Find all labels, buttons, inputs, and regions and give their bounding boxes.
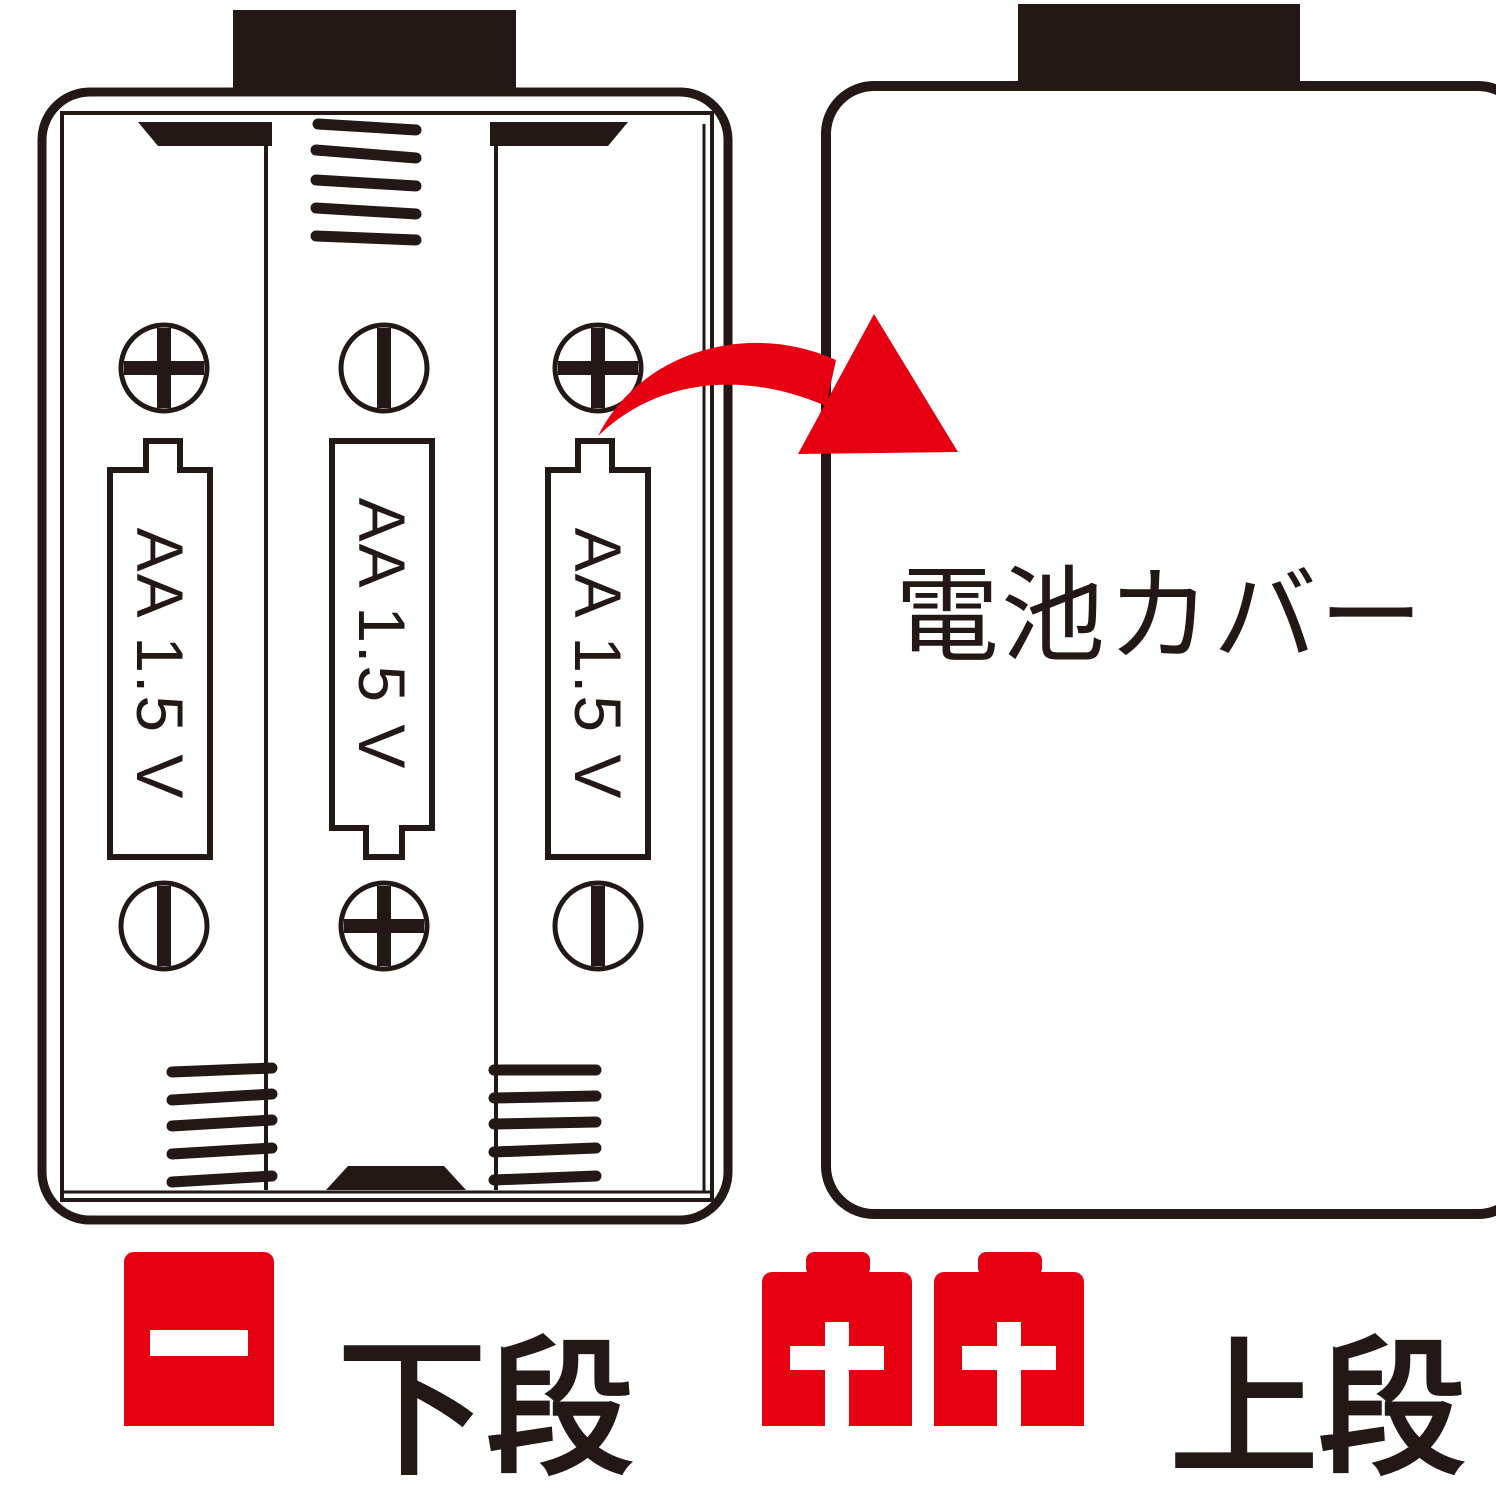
- battery-outline-3: [545, 438, 651, 860]
- battery-holder: AA 1.5 V AA 1.5 V AA 1.5 V: [37, 10, 733, 1225]
- bottom-contact-plate: [326, 1166, 466, 1190]
- minus-terminal-icon: [552, 880, 644, 972]
- spring-icon: [166, 1062, 278, 1188]
- cover-panel: [821, 81, 1496, 1219]
- plus-battery-icon: [934, 1252, 1084, 1426]
- upper-stage-label: 上段: [1170, 1324, 1466, 1496]
- plus-terminal-icon: [552, 322, 644, 414]
- spring-icon: [488, 1064, 602, 1186]
- battery-outline-1: [107, 438, 213, 860]
- battery-cover-label: 電池カバー: [895, 555, 1426, 677]
- plus-terminal-icon: [338, 880, 430, 972]
- holder-tray: [60, 111, 714, 1202]
- spring-icon: [310, 118, 422, 246]
- battery-cover: [821, 4, 1496, 1219]
- holder-top-tab: [233, 10, 516, 96]
- cover-top-tab: [1018, 4, 1300, 88]
- plus-battery-icon: [762, 1252, 912, 1426]
- battery-label-3: AA 1.5 V: [561, 528, 635, 801]
- top-contact-plate-left: [138, 122, 272, 146]
- battery-label-2: AA 1.5 V: [345, 498, 419, 771]
- battery-outline-2: [329, 438, 435, 860]
- minus-terminal-icon: [118, 880, 210, 972]
- battery-compartment-diagram: AA 1.5 V AA 1.5 V AA 1.5 V: [37, 4, 1496, 1426]
- lower-stage-label: 下段: [338, 1324, 634, 1496]
- curved-arrow-icon: [598, 314, 958, 454]
- top-contact-plate-right: [490, 122, 628, 146]
- battery-label-1: AA 1.5 V: [123, 528, 197, 801]
- plus-terminal-icon: [118, 322, 210, 414]
- minus-battery-icon: [124, 1252, 274, 1426]
- minus-terminal-icon: [338, 322, 430, 414]
